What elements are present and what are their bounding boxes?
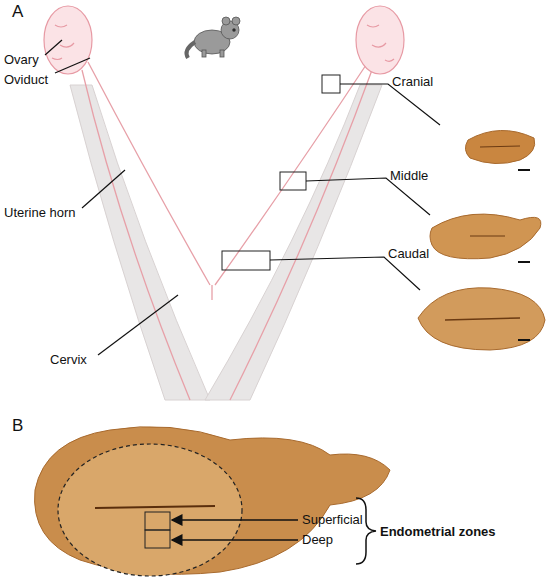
- leader-lines: [45, 40, 440, 355]
- ovary-shapes: [44, 6, 404, 74]
- text-label: Deep: [302, 532, 333, 547]
- large-tissue-slice: [35, 427, 390, 576]
- zone-arrows: [172, 520, 298, 540]
- text-label: Superficial: [302, 512, 363, 527]
- chinchilla-icon: [187, 17, 240, 58]
- section-boxes: [222, 75, 340, 270]
- uterine-horn-bands: [70, 85, 382, 400]
- curly-brace: [356, 498, 376, 564]
- text-label: Cervix: [50, 352, 87, 367]
- oviduct-lines: [82, 62, 372, 400]
- tissue-slices: [418, 130, 545, 350]
- text-label: Uterine horn: [4, 205, 76, 220]
- text-label: Oviduct: [4, 72, 48, 87]
- text-label: Ovary: [4, 52, 39, 67]
- text-label: A: [12, 4, 23, 19]
- text-label: Endometrial zones: [380, 524, 496, 539]
- text-label: Caudal: [388, 246, 429, 261]
- text-label: Cranial: [392, 74, 433, 89]
- text-label: Middle: [390, 168, 428, 183]
- scale-bars: [518, 170, 530, 340]
- text-label: B: [12, 418, 23, 433]
